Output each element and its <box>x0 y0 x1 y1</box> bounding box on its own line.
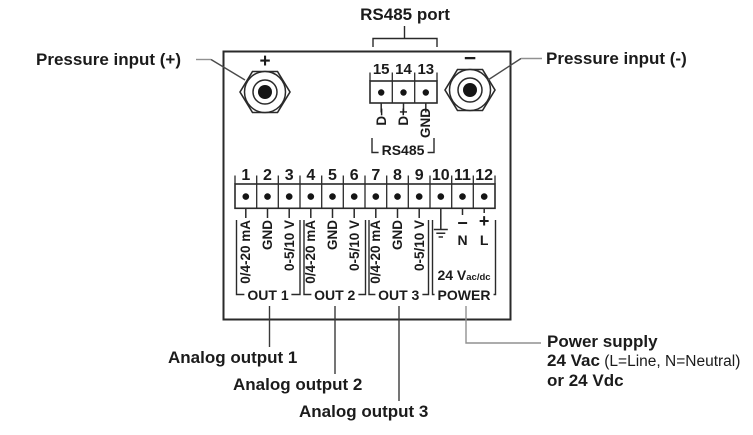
pressure-port-positive <box>239 70 291 114</box>
rs485-cell-dividers <box>391 81 416 103</box>
terminal-dot <box>285 193 293 200</box>
terminal-dot <box>307 193 315 200</box>
terminal-number: 10 <box>431 167 450 184</box>
rs485-port-callout-bracket <box>372 26 438 47</box>
terminal-cell-dividers <box>256 184 474 209</box>
analog-output-3-callout: Analog output 3 <box>299 402 429 421</box>
terminal-number: 6 <box>349 167 359 184</box>
terminal-number: 3 <box>284 167 294 184</box>
rs485-wire-stubs <box>380 103 427 113</box>
device-outline <box>222 50 512 321</box>
terminal-dot <box>422 89 429 96</box>
terminal-dot <box>394 193 401 200</box>
terminal-pin-label: 0-5/10 V <box>281 220 297 272</box>
power-supply-alt: or 24 Vdc <box>547 371 624 390</box>
rs485-number-ticks <box>369 72 438 81</box>
rs485-terminal-number: 15 <box>372 61 390 78</box>
terminal-number: 1 <box>241 167 251 184</box>
terminal-pin-label: 0/4-20 mA <box>303 220 319 284</box>
terminal-wire-stubs <box>245 208 485 218</box>
pressure-plus-leader-diagonal <box>210 58 246 81</box>
port-center-dot <box>258 85 272 99</box>
rs485-port-callout: RS485 port <box>360 5 450 24</box>
terminal-number: 2 <box>263 167 272 184</box>
terminal-number: 12 <box>475 167 494 184</box>
terminal-dot <box>242 193 250 200</box>
terminal-pin-label: GND <box>390 220 405 250</box>
rs485-terminal-number: 14 <box>395 61 412 78</box>
power-rating: 24 Vac/dc <box>433 268 495 285</box>
pressure-port-negative <box>444 68 496 112</box>
line-pin-label: L <box>479 232 489 248</box>
terminal-dot <box>415 193 423 200</box>
terminal-number: 11 <box>454 167 471 184</box>
terminal-number: 8 <box>393 167 402 184</box>
power-supply-voltage: 24 Vac <box>547 351 600 370</box>
leader-lines <box>196 57 542 401</box>
terminal-pin-label: 0-5/10 V <box>411 220 427 272</box>
analog-output-1-callout: Analog output 1 <box>168 348 298 367</box>
terminal-number: 7 <box>371 167 381 184</box>
power-rating-sub: ac/dc <box>466 272 491 283</box>
power-supply-wiring-note: (L=Line, N=Neutral) <box>599 353 741 370</box>
power-supply-title: Power supply <box>547 332 658 351</box>
terminal-number: 9 <box>414 167 424 184</box>
analog-output-2-callout: Analog output 2 <box>233 375 363 394</box>
terminal-pin-label: 0/4-20 mA <box>238 220 254 284</box>
group-label-out2: OUT 2 <box>311 288 359 303</box>
terminal-dot <box>329 193 336 200</box>
terminal-dot <box>350 193 358 200</box>
pressure-input-minus-callout: Pressure input (-) <box>546 49 687 68</box>
minus-marker: − <box>463 47 477 70</box>
port-center-dot <box>463 83 477 97</box>
neutral-minus-sign: − <box>457 213 468 233</box>
terminal-dot <box>378 89 385 96</box>
power-supply-detail: 24 Vac (L=Line, N=Neutral) <box>547 351 740 371</box>
power-supply-leader <box>465 306 541 344</box>
terminal-strip <box>234 175 496 238</box>
group-label-out3: OUT 3 <box>375 288 423 303</box>
terminal-pin-label: 0/4-20 mA <box>368 220 384 284</box>
terminal-dot <box>459 193 466 200</box>
neutral-pin-label: N <box>457 232 468 248</box>
earth-ground-icon <box>433 208 448 238</box>
terminal-dot <box>480 193 488 200</box>
terminal-pin-label: GND <box>325 220 340 250</box>
group-label-power: POWER <box>434 288 494 303</box>
terminal-number-ticks <box>234 175 496 184</box>
plus-marker: + <box>259 51 271 72</box>
rs485-bracket-label: RS485 <box>378 143 428 158</box>
terminal-number: 5 <box>328 167 337 184</box>
power-rating-main: 24 V <box>437 267 467 283</box>
pressure-minus-leader-diagonal <box>487 57 522 81</box>
pressure-input-plus-callout: Pressure input (+) <box>36 50 182 69</box>
terminal-dot <box>437 193 445 200</box>
terminal-pin-label: 0-5/10 V <box>346 220 362 272</box>
terminal-dot <box>264 193 271 200</box>
rs485-terminal-number: 13 <box>417 61 435 78</box>
terminal-dot <box>400 89 407 96</box>
power-supply-callout: Power supply 24 Vac (L=Line, N=Neutral) … <box>547 332 740 390</box>
terminal-pin-label: GND <box>260 220 275 250</box>
terminal-number: 4 <box>306 167 316 184</box>
group-label-out1: OUT 1 <box>244 288 292 303</box>
line-plus-sign: + <box>478 211 490 231</box>
terminal-dot <box>372 193 380 200</box>
